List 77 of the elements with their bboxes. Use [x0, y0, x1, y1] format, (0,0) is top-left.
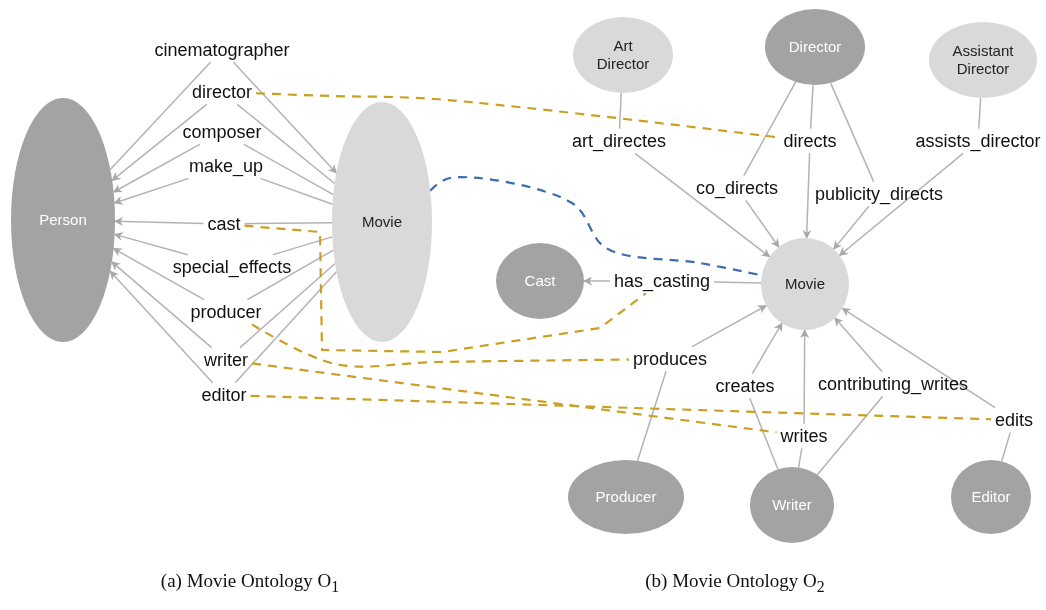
relation-label: produces: [632, 348, 708, 370]
arrow: [838, 152, 964, 257]
relation-label: writes: [780, 425, 828, 447]
arrow: [802, 152, 812, 239]
arrow: [111, 261, 213, 349]
connector-line: [978, 97, 982, 130]
arrow: [112, 143, 201, 193]
connector-line: [109, 61, 212, 171]
figure-caption: (b) Movie Ontology O$_{2}$: [645, 570, 825, 596]
connector-line: [243, 143, 335, 196]
relation-label: special_effects: [172, 256, 292, 278]
connector-line: [243, 221, 333, 225]
arrow: [113, 232, 189, 256]
node-label: Editor: [971, 488, 1011, 506]
arrow: [114, 217, 205, 226]
connector-line: [239, 262, 336, 349]
dashed-mapping-line: [244, 224, 647, 354]
arrow: [751, 322, 783, 375]
connector-line: [259, 177, 334, 205]
relation-label: producer: [190, 301, 262, 323]
node-label: Movie: [362, 213, 402, 231]
arrow: [111, 103, 208, 182]
connector-line: [1000, 431, 1012, 463]
connector-line: [234, 271, 338, 384]
node-label: Art Director: [595, 37, 651, 73]
connector-line: [636, 370, 667, 462]
relation-label: writer: [204, 349, 248, 371]
node-label: Director: [788, 38, 842, 56]
arrow: [800, 329, 810, 425]
relation-label: co_directs: [696, 177, 778, 199]
arrow: [745, 199, 780, 248]
connector-line: [272, 236, 334, 256]
relation-label: editor: [201, 384, 247, 406]
node-label: Movie: [785, 275, 825, 293]
dashed-mapping-line: [251, 323, 629, 368]
arrow: [841, 307, 996, 409]
figure-caption: (a) Movie Ontology O$_{1}$: [160, 570, 340, 596]
node-label: Cast: [524, 272, 556, 290]
relation-label: directs: [783, 130, 837, 152]
dashed-mapping-line: [251, 362, 777, 434]
connector-line: [236, 103, 336, 185]
relation-label: assists_director: [915, 130, 1041, 152]
relation-label: cast: [207, 213, 241, 235]
node-label: Producer: [595, 488, 657, 506]
connector-line: [246, 249, 335, 301]
connector-line: [713, 281, 762, 284]
arrow: [232, 61, 338, 174]
connector-line: [618, 92, 622, 130]
class-ellipse: [761, 238, 849, 330]
arrow: [583, 276, 611, 286]
arrow: [112, 247, 205, 301]
connector-line: [743, 81, 797, 177]
relation-label: art_directes: [572, 130, 666, 152]
arrow: [832, 205, 870, 250]
relation-label: publicity_directs: [814, 183, 944, 205]
relation-label: director: [192, 81, 252, 103]
node-label: Writer: [772, 496, 812, 514]
relation-label: creates: [715, 375, 775, 397]
connector-line: [816, 395, 884, 476]
connector-line: [797, 447, 803, 469]
relation-label: make_up: [188, 155, 264, 177]
relation-label: edits: [995, 409, 1033, 431]
relation-label: contributing_writes: [817, 373, 969, 395]
relation-label: cinematographer: [154, 39, 290, 61]
connector-line: [749, 397, 779, 470]
arrow: [109, 270, 214, 384]
node-label: Person: [39, 211, 87, 229]
arrow: [834, 317, 883, 373]
connector-line: [809, 84, 814, 130]
dashed-mapping-line: [250, 394, 991, 421]
node-label: Assistant Director: [951, 42, 1015, 78]
arrow: [691, 304, 767, 348]
arrow: [113, 177, 190, 205]
relation-label: has_casting: [613, 270, 711, 292]
connector-line: [829, 82, 875, 183]
relation-label: composer: [182, 121, 262, 143]
arrow: [634, 152, 771, 258]
